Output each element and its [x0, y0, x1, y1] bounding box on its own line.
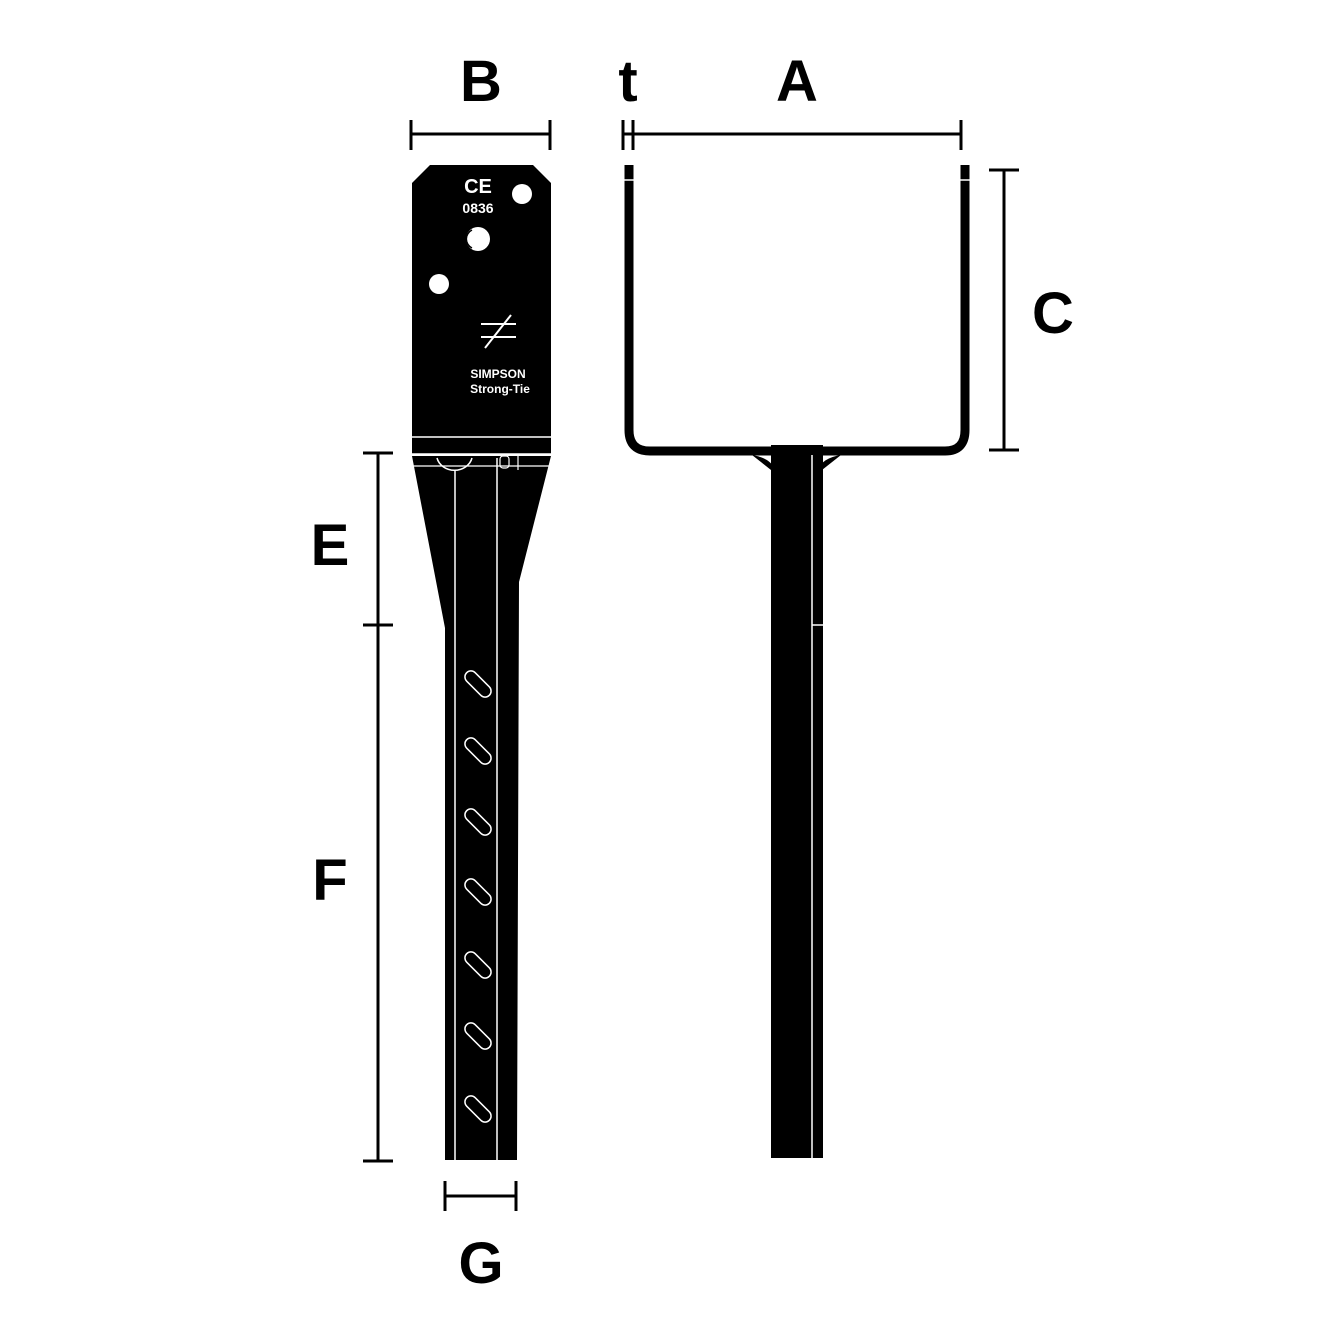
bolt-hole — [466, 227, 490, 251]
dimension-label-a: A — [776, 49, 818, 114]
spike-stem — [771, 445, 823, 1158]
brand-line1: SIMPSON — [470, 367, 525, 381]
dimension-lines — [363, 120, 1019, 1211]
spike-slots — [464, 670, 492, 1123]
ce-mark: CE — [464, 176, 492, 198]
u-channel — [624, 165, 970, 456]
dimension-label-t: t — [618, 49, 637, 114]
not-equal-icon — [481, 314, 516, 349]
brand-line2: Strong-Tie — [470, 382, 530, 396]
dimension-label-f: F — [312, 848, 347, 913]
ce-code: 0836 — [462, 200, 493, 216]
front-view: CE 0836 SIMPSON Strong-Tie — [412, 165, 551, 1160]
dimension-label-e: E — [311, 513, 350, 578]
plate-band — [412, 432, 551, 454]
dimension-label-b: B — [460, 49, 502, 114]
tapered-neck — [412, 456, 551, 1160]
nail-hole — [429, 274, 449, 294]
side-view — [622, 165, 972, 1158]
dimension-label-g: G — [458, 1231, 503, 1296]
dimension-label-c: C — [1032, 281, 1074, 346]
nail-hole — [512, 184, 532, 204]
anchor-plate — [412, 165, 551, 432]
